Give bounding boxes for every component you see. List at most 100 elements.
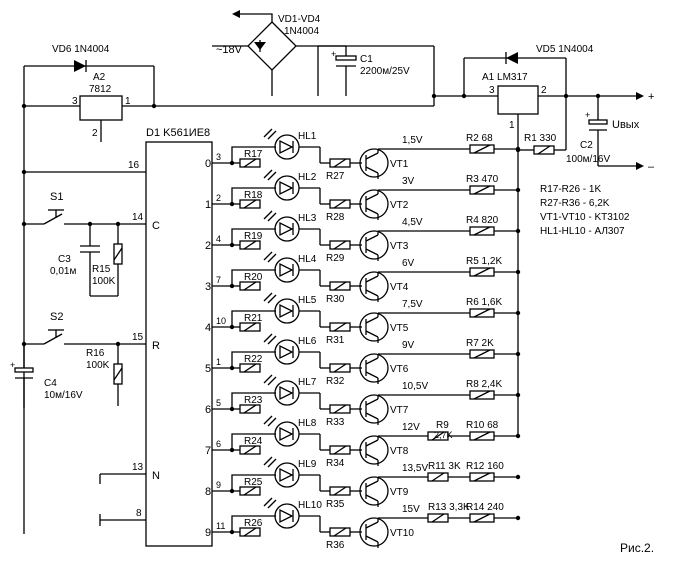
note-1: R17-R26 - 1K [540, 184, 601, 195]
resistor-collector-label-1: R3 470 [466, 174, 499, 185]
ic-pin-15: 15 [132, 332, 144, 343]
ic-output-9: 9 [205, 527, 211, 539]
voltage-label-4: 7,5V [402, 299, 423, 310]
regulator-a2: VD6 1N4004 A2 7812 3 1 2 [21, 44, 435, 534]
a1-pin-adj: 1 [509, 120, 515, 131]
led-HL3 [279, 221, 294, 237]
resistor-label-R32: R32 [326, 376, 345, 387]
vd5-label: VD5 1N4004 [536, 44, 594, 55]
led-HL2 [279, 180, 294, 196]
ic-output-2: 2 [205, 240, 211, 252]
transistor-label-VT9: VT9 [390, 487, 409, 498]
ic-title: D1 K561ИЕ8 [146, 127, 210, 139]
resistor-label-R25: R25 [244, 477, 263, 488]
transistor-VT8 [359, 435, 389, 465]
ic-output-7: 7 [205, 445, 211, 457]
note-3: VT1-VT10 - KT3102 [540, 212, 630, 223]
transistor-VT3 [359, 230, 389, 260]
ac-input-label: ~18V [216, 44, 243, 56]
ic-output-6: 6 [205, 404, 211, 416]
led-HL6 [279, 344, 294, 360]
led-HL8 [279, 426, 294, 442]
r16-value: 100K [86, 360, 110, 371]
voltage-label-7: 12V [402, 422, 420, 433]
transistor-VT9 [359, 476, 389, 506]
r16-label: R16 [86, 348, 105, 359]
resistor-label-R28: R28 [326, 212, 345, 223]
resistor-collector-label-8: R12 160 [466, 461, 504, 472]
resistor-label-R21: R21 [244, 313, 263, 324]
resistor-extra-label-9: R13 3,3K [428, 502, 470, 513]
resistor-collector-label-3: R5 1,2K [466, 256, 502, 267]
resistor-label-R33: R33 [326, 417, 345, 428]
c1-value: 2200м/25V [360, 66, 410, 77]
ic-output-4: 4 [205, 322, 211, 334]
a2-label: A2 [93, 72, 106, 83]
c2-value: 100м/16V [566, 154, 610, 165]
transistor-VT10 [359, 517, 389, 547]
ic-pin-10: 10 [216, 316, 226, 326]
vd6-label: VD6 1N4004 [52, 44, 110, 55]
led-HL4 [279, 262, 294, 278]
transistor-VT7 [359, 394, 389, 424]
ic-pin-11: 11 [216, 521, 225, 531]
transistor-label-VT2: VT2 [390, 200, 409, 211]
resistor-label-R20: R20 [244, 272, 263, 283]
led-HL10 [279, 508, 294, 524]
ic-pin-9: 9 [216, 480, 221, 490]
resistor-collector-label-0: R2 68 [466, 133, 493, 144]
led-label-HL5: HL5 [298, 295, 317, 306]
c4-value: 10м/16V [44, 390, 83, 401]
resistor-label-R17: R17 [244, 149, 263, 160]
c3-label: C3 [58, 254, 71, 265]
bridge-rectifier: VD1-VD4 1N4004 ~18V + C1 2200м/25V [212, 10, 435, 96]
c2-label: C2 [580, 140, 593, 151]
led-label-HL9: HL9 [298, 459, 317, 470]
ic-pin-2: 2 [216, 193, 221, 203]
uout-plus: + [648, 91, 654, 103]
ic-pin-14: 14 [132, 212, 144, 223]
ic-label-c: C [152, 220, 160, 232]
resistor-label-R22: R22 [244, 354, 263, 365]
a1-pin-out: 2 [541, 85, 547, 96]
ic-label-n: N [152, 470, 160, 482]
bridge-label: VD1-VD4 [278, 14, 321, 25]
led-label-HL6: HL6 [298, 336, 317, 347]
component-notes: R17-R26 - 1K R27-R36 - 6,2K VT1-VT10 - K… [540, 184, 630, 237]
c1-label: C1 [360, 54, 373, 65]
led-label-HL10: HL10 [298, 500, 322, 511]
resistor-label-R34: R34 [326, 458, 345, 469]
ic-label-r: R [152, 340, 160, 352]
resistor-extra-label-7: R9 [436, 420, 449, 431]
note-2: R27-R36 - 6,2K [540, 198, 610, 209]
voltage-label-1: 3V [402, 176, 415, 187]
transistor-label-VT8: VT8 [390, 446, 409, 457]
ic-pin-4: 4 [216, 234, 221, 244]
ic-pin-13: 13 [132, 462, 144, 473]
resistor-label-R18: R18 [244, 190, 263, 201]
ic-pin-3: 3 [216, 152, 221, 162]
a2-pin-gnd: 2 [92, 128, 98, 139]
uout-label: Uвых [612, 119, 640, 131]
ic-pin-8: 8 [136, 508, 142, 519]
counter-ic: D1 K561ИЕ8 16 S1 14 C C3 0,01м R15 100K [10, 127, 213, 547]
r15-label: R15 [92, 264, 111, 275]
ic-pin-7: 7 [216, 275, 221, 285]
a2-type: 7812 [89, 84, 112, 95]
resistor-collector-label-2: R4 820 [466, 215, 499, 226]
resistor-collector-label-6: R8 2,4K [466, 379, 502, 390]
transistor-VT4 [359, 271, 389, 301]
figure-caption: Рис.2. [620, 541, 654, 555]
resistor-label-R19: R19 [244, 231, 263, 242]
led-label-HL1: HL1 [298, 131, 317, 142]
